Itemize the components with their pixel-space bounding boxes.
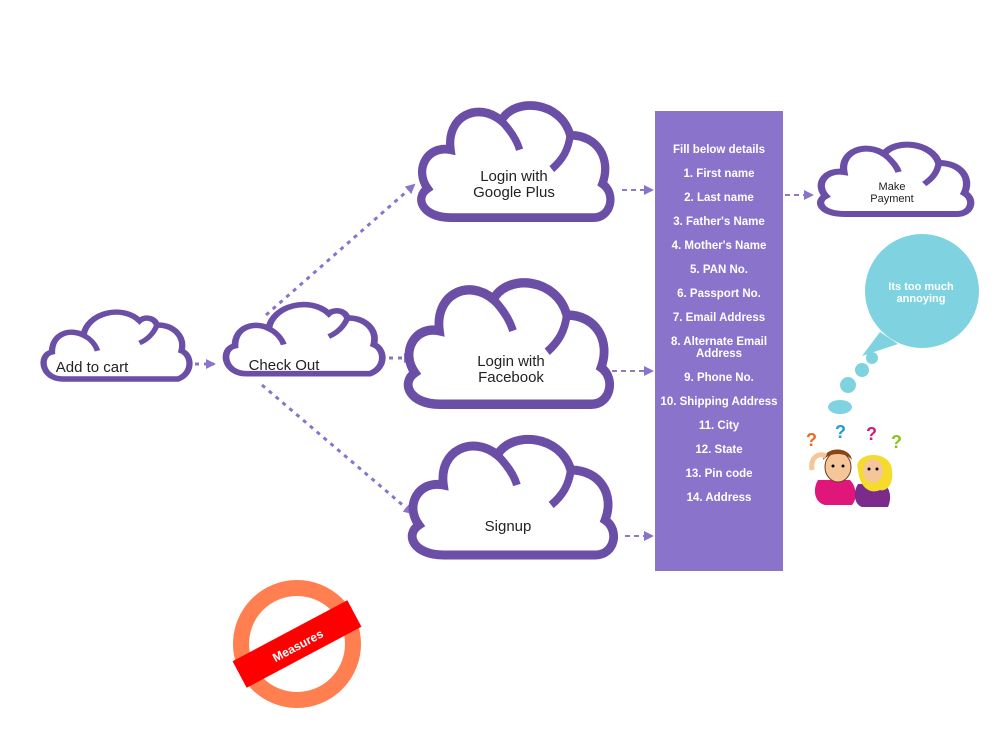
cloud-add-to-cart-label: Add to cart (56, 359, 129, 376)
panel-item-passport-no: 6. Passport No. (677, 288, 761, 300)
thought-bubble-icon (828, 234, 979, 414)
question-mark-2: ? (835, 422, 846, 442)
panel-item-city: 11. City (698, 420, 740, 432)
question-mark-1: ? (806, 430, 817, 450)
panel-item-address: 14. Address (686, 492, 752, 504)
panel-item-state: 12. State (695, 444, 743, 456)
cloud-login-facebook-label-2: Facebook (478, 369, 544, 386)
panel-item-mothers-name: 4. Mother's Name (671, 240, 767, 252)
cloud-signup (407, 435, 619, 560)
cloud-login-facebook (403, 278, 614, 409)
panel-item-first-name: 1. First name (683, 168, 755, 180)
panel-item-pin-code: 13. Pin code (685, 468, 753, 480)
panel-heading: Fill below details (672, 144, 766, 156)
details-panel: Fill below details 1. First name 2. Last… (655, 111, 783, 571)
arrow-checkout-to-google (265, 183, 416, 317)
panel-item-email-address: 7. Email Address (672, 312, 766, 324)
cloud-signup-label: Signup (485, 518, 532, 535)
connectors (168, 183, 416, 515)
cloud-make-payment (817, 141, 975, 218)
confused-people-icon: ? ? ? ? (806, 422, 902, 507)
cloud-login-facebook-label-1: Login with (477, 353, 545, 370)
panel-item-phone-no: 9. Phone No. (684, 372, 754, 384)
arrow-checkout-to-signup (261, 383, 414, 515)
question-mark-4: ? (891, 432, 902, 452)
cloud-check-out (222, 301, 386, 377)
cloud-check-out-label: Check Out (249, 357, 321, 374)
panel-item-last-name: 2. Last name (684, 192, 754, 204)
stop-sign-icon (232, 580, 362, 708)
cloud-login-google-label-1: Login with (480, 168, 548, 185)
question-mark-3: ? (866, 424, 877, 444)
cloud-login-google-label-2: Google Plus (473, 184, 555, 201)
thought-text-line2: annoying (897, 293, 946, 305)
panel-item-alternate-email-cont: Address (695, 348, 743, 360)
panel-item-alternate-email: 8. Alternate Email (670, 336, 768, 348)
cloud-login-google (417, 101, 615, 223)
panel-item-fathers-name: 3. Father's Name (673, 216, 765, 228)
panel-item-pan-no: 5. PAN No. (690, 264, 748, 276)
cloud-make-payment-label-1: Make (879, 181, 906, 193)
cloud-make-payment-label-2: Payment (870, 193, 913, 205)
thought-text-line1: Its too much (888, 281, 954, 293)
panel-connectors (612, 185, 814, 541)
cloud-add-to-cart (40, 309, 193, 382)
panel-item-shipping-address: 10. Shipping Address (660, 396, 778, 408)
